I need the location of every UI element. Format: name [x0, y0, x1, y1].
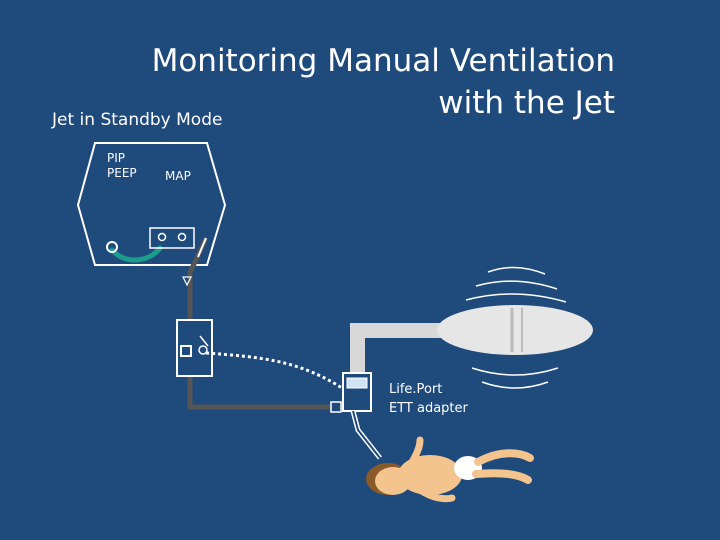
manual-bag-tubing: [350, 323, 445, 373]
lifeport-label-line-2: ETT adapter: [389, 401, 468, 416]
jet-ventilator-icon: [76, 142, 227, 266]
peep-label: PEEP: [107, 166, 137, 180]
lifeport-label: Life.Port ETT adapter: [389, 380, 468, 418]
pip-label: PIP: [107, 151, 126, 165]
title-line-1: Monitoring Manual Ventilation: [151, 43, 615, 79]
valve-marker-icon: [182, 276, 192, 287]
lifeport-label-line-1: Life.Port: [389, 382, 443, 397]
monitoring-line: [205, 351, 346, 392]
manual-bag-icon: [437, 266, 593, 389]
pressure-valve-icon: [176, 319, 213, 377]
infant-icon: [366, 436, 534, 503]
slide-title: Monitoring Manual Ventilation with the J…: [95, 40, 615, 124]
ett-adapter-icon: [330, 372, 382, 460]
title-line-2: with the Jet: [438, 85, 615, 121]
map-label: MAP: [165, 169, 191, 183]
subtitle: Jet in Standby Mode: [52, 110, 223, 130]
pip-peep-label: PIP PEEP: [107, 151, 137, 181]
